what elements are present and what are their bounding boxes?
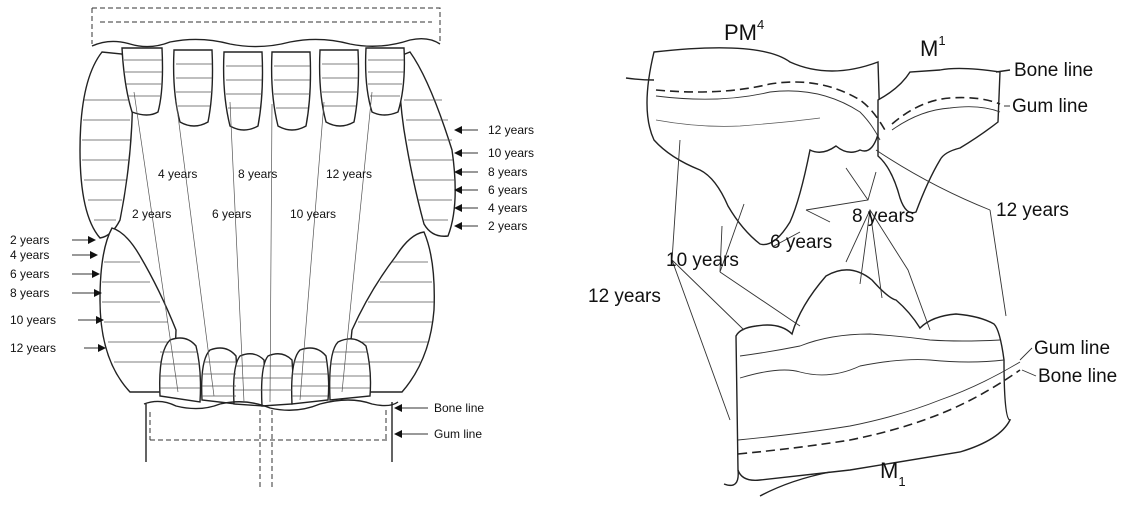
- inner-label-10-years: 10 years: [290, 207, 336, 221]
- right-label-10-years: 10 years: [666, 250, 739, 271]
- left-gum-line-label: Gum line: [434, 427, 482, 441]
- inner-label-6-years: 6 years: [212, 207, 251, 221]
- right-gum-line-bottom-label: Gum line: [1034, 338, 1110, 359]
- lower-label-2-years: 2 years: [10, 233, 49, 247]
- frontal-jaw-view: 4 years 8 years 12 years 2 years 6 years…: [10, 8, 534, 490]
- lower-label-12-years: 12 years: [10, 341, 56, 355]
- upper-gum-line: [92, 39, 440, 47]
- upper-incisors: [122, 48, 404, 130]
- lower-m1-label: M1: [880, 458, 906, 489]
- upper-label-6-years: 6 years: [488, 183, 527, 197]
- right-label-12-years-right: 12 years: [996, 200, 1069, 221]
- right-bone-line-bottom-label: Bone line: [1038, 366, 1117, 387]
- lower-canine-age-markers: 2 years 4 years 6 years 8 years 10 years…: [10, 233, 106, 355]
- inner-label-4-years: 4 years: [158, 167, 197, 181]
- upper-label-2-years: 2 years: [488, 219, 527, 233]
- right-gum-line-top-label: Gum line: [1012, 96, 1088, 117]
- lateral-carnassial-view: PM4 M1 M1 Bone line Gum line Gum line Bo…: [588, 17, 1117, 496]
- lower-bone-outline: [146, 402, 392, 490]
- upper-right-canine: [400, 52, 456, 236]
- upper-label-8-years: 8 years: [488, 165, 527, 179]
- lower-label-6-years: 6 years: [10, 267, 49, 281]
- inner-label-12-years: 12 years: [326, 167, 372, 181]
- upper-pm4-tooth: [647, 48, 880, 245]
- lower-label-8-years: 8 years: [10, 286, 49, 300]
- lower-m1-tooth: [736, 270, 1010, 480]
- inner-label-2-years: 2 years: [132, 207, 171, 221]
- upper-label-4-years: 4 years: [488, 201, 527, 215]
- right-bone-line-top-label: Bone line: [1014, 60, 1093, 81]
- upper-canine-age-markers: 12 years 10 years 8 years 6 years 4 year…: [454, 123, 534, 233]
- right-label-6-years: 6 years: [770, 232, 832, 253]
- pm4-label: PM4: [724, 17, 764, 45]
- upper-bone-outline: [92, 8, 440, 44]
- upper-m1-tooth: [878, 68, 1000, 212]
- upper-label-10-years: 10 years: [488, 146, 534, 160]
- lower-label-10-years: 10 years: [10, 313, 56, 327]
- lower-label-4-years: 4 years: [10, 248, 49, 262]
- left-bone-line-label: Bone line: [434, 401, 484, 415]
- upper-label-12-years: 12 years: [488, 123, 534, 137]
- right-label-12-years-left: 12 years: [588, 286, 661, 307]
- right-label-8-years: 8 years: [852, 206, 914, 227]
- upper-m1-label: M1: [920, 33, 946, 61]
- lower-incisors: [160, 338, 371, 406]
- inner-label-8-years: 8 years: [238, 167, 277, 181]
